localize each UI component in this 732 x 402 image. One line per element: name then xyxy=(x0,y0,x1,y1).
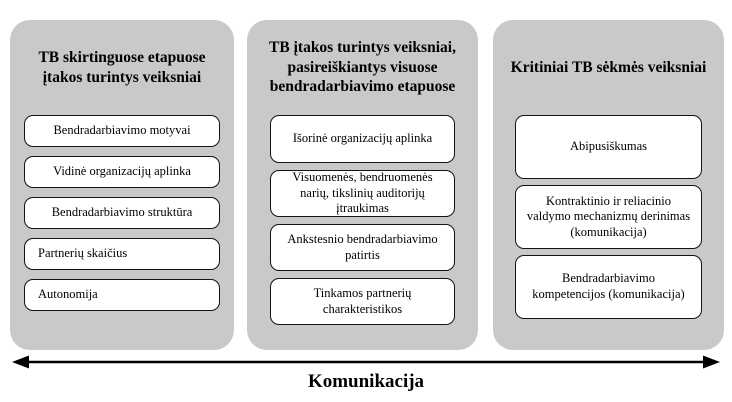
panel-title: TB įtakos turintys veiksniai, pasireiški… xyxy=(269,38,456,96)
factor-box: Tinkamos partnerių charakteristikos xyxy=(270,278,455,325)
box-list: Išorinė organizacijų aplinka Visuomenės,… xyxy=(247,115,478,325)
double-headed-arrow-icon xyxy=(12,355,720,369)
factor-box: Vidinė organizacijų aplinka xyxy=(24,156,220,188)
factor-box: Ankstesnio bendradarbiavimo patirtis xyxy=(270,224,455,271)
factor-box: Bendradarbiavimo kompetencijos (komunika… xyxy=(515,255,702,319)
factor-box: Visuomenės, bendruomenės narių, tikslini… xyxy=(270,170,455,217)
panel-title: TB skirtinguose etapuose įtakos turintys… xyxy=(38,48,206,86)
panel-critical-success-factors: Kritiniai TB sėkmės veiksniai Abipusišku… xyxy=(493,20,724,350)
factor-box: Abipusiškumas xyxy=(515,115,702,179)
factor-box: Išorinė organizacijų aplinka xyxy=(270,115,455,163)
panel-title: Kritiniai TB sėkmės veiksniai xyxy=(510,58,707,76)
panel-influence-different-stages: TB skirtinguose etapuose įtakos turintys… xyxy=(10,20,234,350)
panel-influence-all-stages: TB įtakos turintys veiksniai, pasireiški… xyxy=(247,20,478,350)
factor-box: Autonomija xyxy=(24,279,220,311)
box-list: Abipusiškumas Kontraktinio ir reliacinio… xyxy=(493,115,724,319)
factor-box: Kontraktinio ir reliacinio valdymo mecha… xyxy=(515,185,702,249)
factor-box: Bendradarbiavimo motyvai xyxy=(24,115,220,147)
factor-box: Partnerių skaičius xyxy=(24,238,220,270)
arrow-label: Komunikacija xyxy=(307,371,425,392)
factor-box: Bendradarbiavimo struktūra xyxy=(24,197,220,229)
box-list: Bendradarbiavimo motyvai Vidinė organiza… xyxy=(10,115,234,311)
